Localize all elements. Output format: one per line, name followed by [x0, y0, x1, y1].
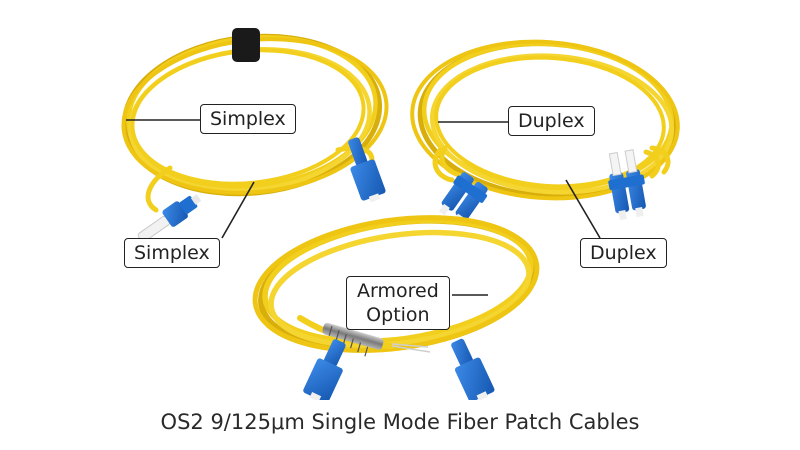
- duplex-cable-coil: [410, 39, 680, 201]
- lc-duplex-connector-icon: [438, 172, 488, 225]
- lc-connector-icon: [137, 194, 202, 243]
- velcro-tie: [232, 28, 260, 62]
- armored-section: [322, 322, 384, 357]
- image-caption: OS2 9/125μm Single Mode Fiber Patch Cabl…: [160, 410, 640, 434]
- sc-connector-icon-2: [303, 339, 346, 400]
- callout-armored-line2: Option: [366, 304, 430, 326]
- callout-leader-lines: [126, 119, 601, 296]
- sc-connector-icon: [348, 137, 386, 203]
- callout-simplex-bottom: Simplex: [124, 238, 220, 268]
- lc-duplex-connector-icon-2: [608, 149, 646, 221]
- callout-duplex-bottom: Duplex: [580, 238, 667, 268]
- callout-armored-option: Armored Option: [346, 276, 450, 330]
- sc-connector-icon-3: [451, 338, 495, 400]
- callout-simplex-top: Simplex: [200, 104, 296, 134]
- callout-armored-line1: Armored: [357, 280, 439, 302]
- callout-duplex-top: Duplex: [508, 106, 595, 136]
- fiber-cables-illustration: [121, 28, 680, 400]
